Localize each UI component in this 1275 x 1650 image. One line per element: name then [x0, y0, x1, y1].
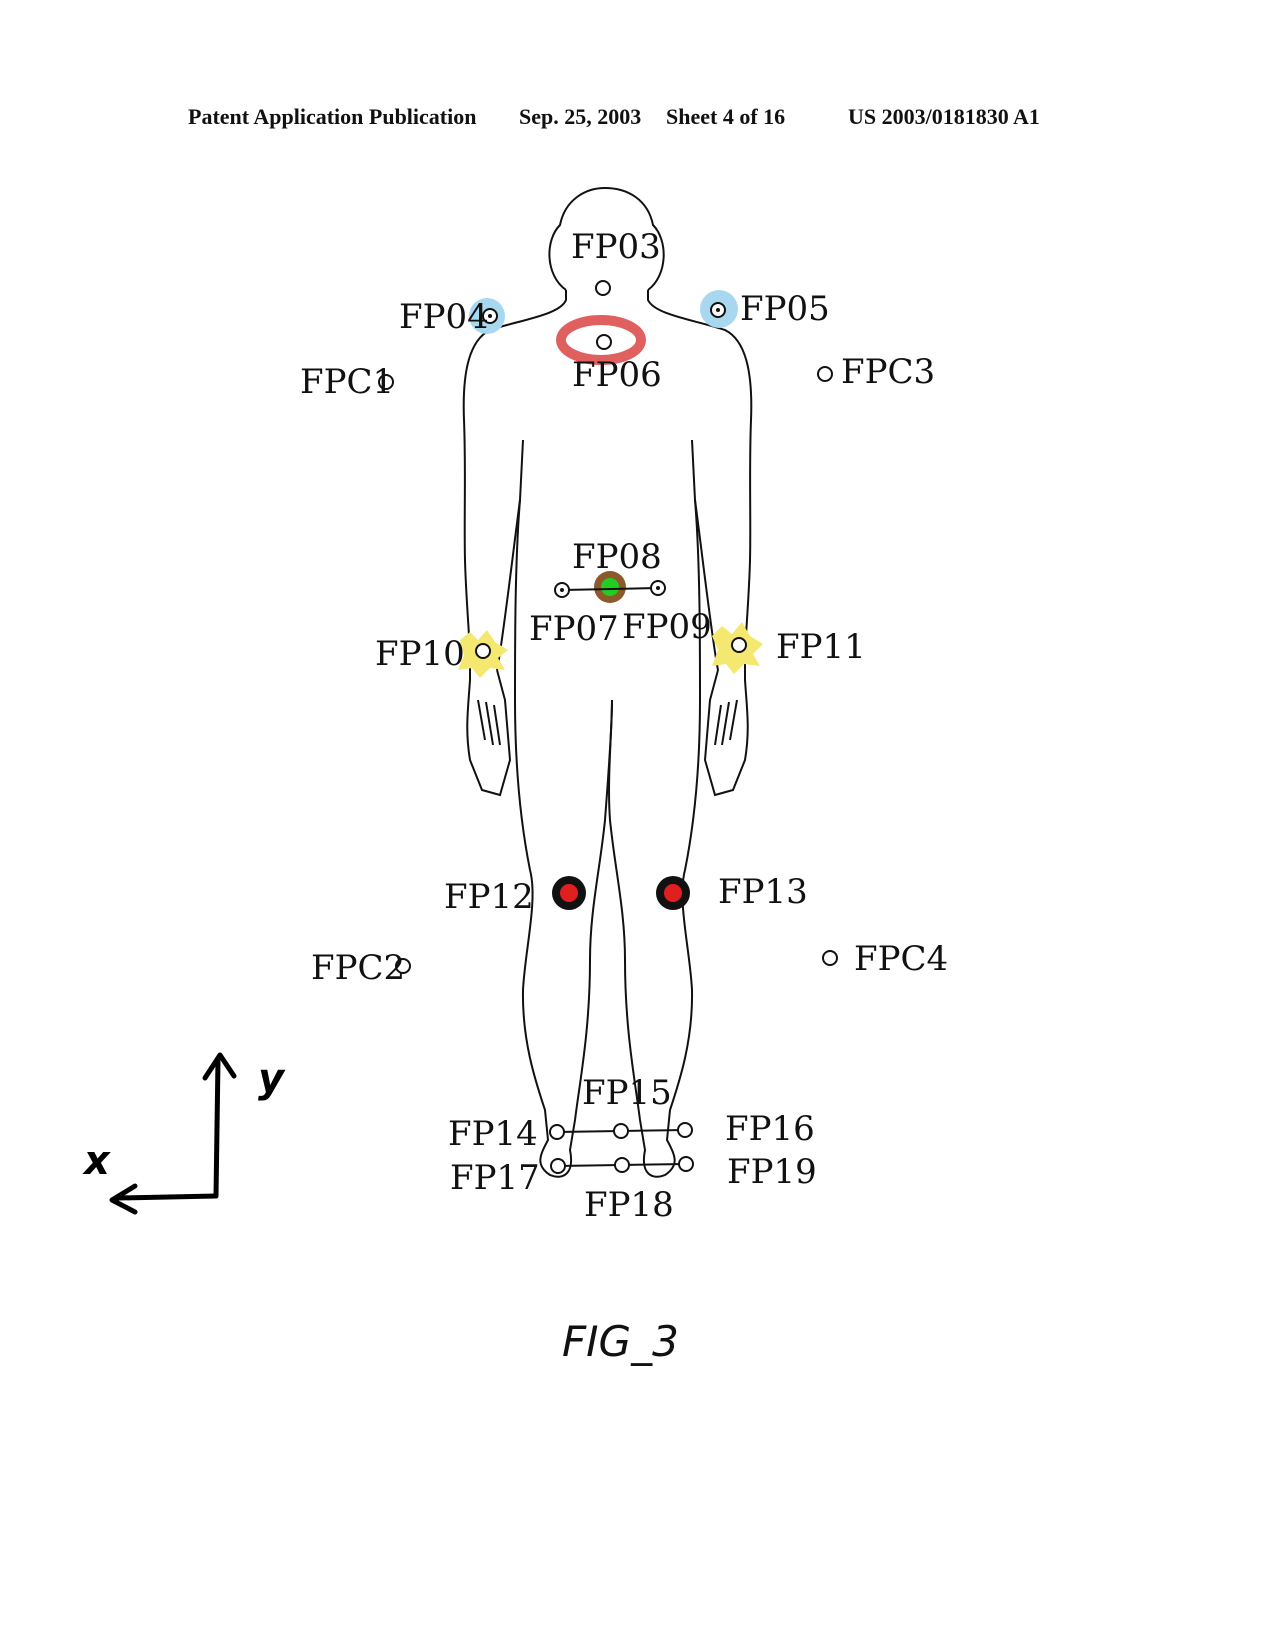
label-fp08: FP08 [572, 537, 662, 577]
marker-fp05-dot [716, 308, 720, 312]
marker-fpc3 [817, 366, 833, 382]
label-fp19: FP19 [727, 1152, 817, 1192]
label-fp15: FP15 [582, 1073, 672, 1113]
head-outline [548, 186, 665, 291]
label-fp11: FP11 [776, 627, 866, 667]
pelvis-connector [562, 587, 658, 591]
neck-ring-highlight [556, 315, 646, 365]
y-axis-arrow-shaft [213, 1057, 221, 1199]
label-fp10: FP10 [375, 634, 465, 674]
label-fp05: FP05 [740, 289, 830, 329]
figure-caption: FIG_3 [562, 1317, 679, 1366]
y-axis-label: y [258, 1056, 286, 1102]
publication-label: Patent Application Publication [188, 104, 477, 129]
marker-fp11 [731, 637, 747, 653]
marker-fp16 [677, 1122, 693, 1138]
point-labels: FP03 FP04 FP05 FP06 FPC1 FPC3 FP08 FP07 … [300, 227, 948, 1225]
marker-fp09-dot [656, 586, 660, 590]
marker-dots [488, 308, 720, 592]
patent-number: US 2003/0181830 A1 [848, 104, 1040, 129]
knee-left-fill-highlight [560, 884, 578, 902]
label-fp06: FP06 [572, 355, 662, 395]
label-fp17: FP17 [450, 1158, 540, 1198]
axes-indicator [109, 1052, 237, 1215]
label-fp16: FP16 [725, 1109, 815, 1149]
marker-fp04-dot [488, 314, 492, 318]
label-fp07: FP07 [529, 609, 619, 649]
marker-fpc1 [378, 374, 394, 390]
marker-fp06 [596, 334, 612, 350]
marker-fp19 [678, 1156, 694, 1172]
y-axis-arrowhead [202, 1052, 237, 1081]
label-fp18: FP18 [584, 1185, 674, 1225]
x-axis-arrow-shaft [115, 1193, 219, 1201]
marker-points [378, 280, 838, 1174]
x-axis-label: x [82, 1138, 111, 1184]
marker-fp10 [475, 643, 491, 659]
marker-fp07-dot [560, 588, 564, 592]
knee-right-fill-highlight [664, 884, 682, 902]
highlights [458, 290, 763, 910]
label-fp03: FP03 [571, 227, 661, 267]
x-axis-arrowhead [109, 1183, 138, 1215]
label-fp12: FP12 [444, 877, 534, 917]
label-fpc2: FPC2 [311, 948, 405, 988]
label-fp04: FP04 [399, 297, 489, 337]
marker-fpc2 [395, 958, 411, 974]
marker-fp14 [549, 1124, 565, 1140]
label-fp14: FP14 [448, 1114, 538, 1154]
marker-fp03 [595, 280, 611, 296]
sheet-number: Sheet 4 of 16 [666, 104, 786, 129]
label-fp09: FP09 [622, 607, 712, 647]
publication-date: Sep. 25, 2003 [519, 104, 642, 129]
marker-fpc4 [822, 950, 838, 966]
label-fpc3: FPC3 [841, 352, 935, 392]
marker-fp17 [550, 1158, 566, 1174]
page-header: Patent Application Publication Sep. 25, … [0, 104, 1275, 144]
pelvis-fill-highlight [601, 578, 619, 596]
marker-fp18 [614, 1157, 630, 1173]
label-fpc1: FPC1 [300, 362, 394, 402]
marker-fp15 [613, 1123, 629, 1139]
label-fp13: FP13 [718, 872, 808, 912]
label-fpc4: FPC4 [854, 939, 948, 979]
